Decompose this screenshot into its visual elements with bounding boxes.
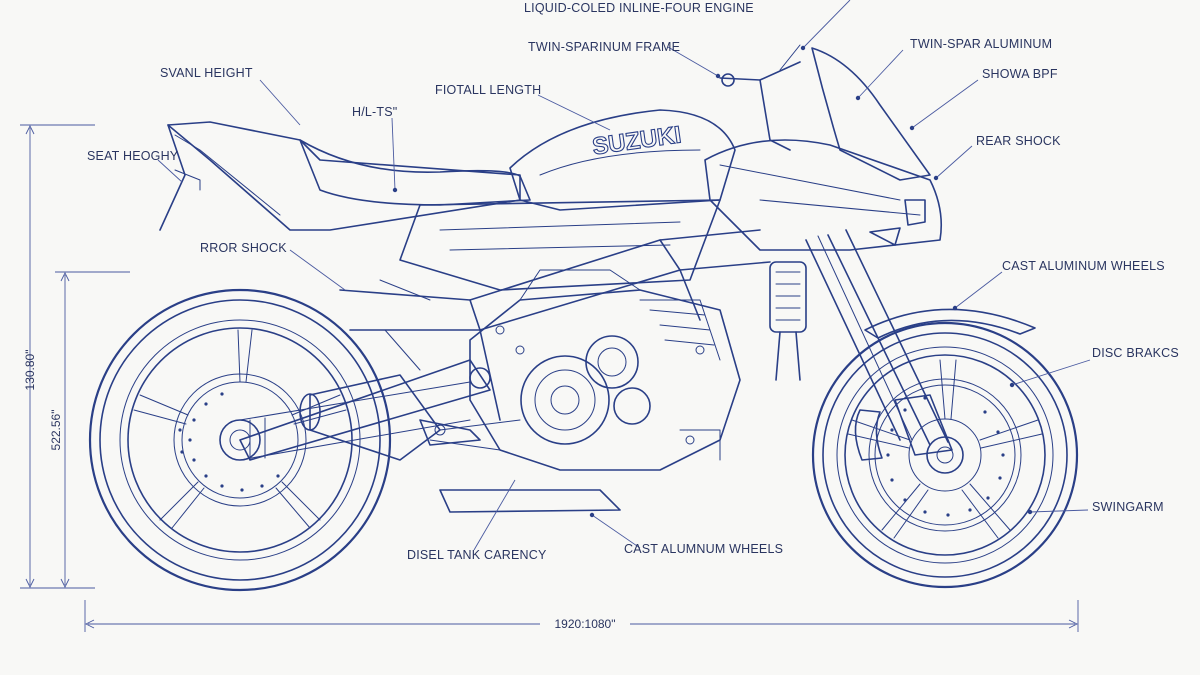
frame <box>239 229 771 461</box>
front-shock-unit <box>769 261 807 381</box>
label-svanl-height: SVANL HEIGHT <box>160 66 253 80</box>
label-hl-ts: H/L-TS" <box>352 105 397 119</box>
label-rear-shock: REAR SHOCK <box>976 134 1061 148</box>
callout-labels: LIQUID-COLED INLINE-FOUR ENGINE TWIN-SPA… <box>87 1 1179 562</box>
front-forks <box>805 229 953 456</box>
label-cast-alumnum-wheels: CAST ALUMNUM WHEELS <box>624 542 783 556</box>
label-fiotall-length: FIOTALL LENGTH <box>435 83 541 97</box>
front-disc-holes <box>886 396 1005 517</box>
label-seat-heoghy: SEAT HEOGHY <box>87 149 179 163</box>
front-wheel <box>811 308 1079 589</box>
label-twin-sparinum-frame: TWIN-SPARINUM FRAME <box>528 40 680 54</box>
rear-wheel <box>88 288 471 592</box>
dimension-wheel-height: 522.56" <box>49 410 63 451</box>
label-rror-shock: RROR SHOCK <box>200 241 287 255</box>
label-engine: LIQUID-COLED INLINE-FOUR ENGINE <box>524 1 754 15</box>
dimension-overall-length: 1920:1080" <box>555 617 616 631</box>
label-twin-spar-aluminum: TWIN-SPAR ALUMINUM <box>910 37 1052 51</box>
label-swingarm: SWINGARM <box>1092 500 1164 514</box>
leader-lines <box>157 0 1091 551</box>
rear-disc-holes <box>178 392 280 492</box>
label-disel-tank: DISEL TANK CARENCY <box>407 548 547 562</box>
dimension-labels: 130.80" 522.56" 1920:1080" <box>23 350 630 632</box>
dimension-lines <box>20 124 1079 632</box>
dimension-overall-height: 130.80" <box>23 350 37 391</box>
exhaust <box>299 374 521 461</box>
label-showa-bpf: SHOWA BPF <box>982 67 1058 81</box>
label-cast-aluminum-wheels: CAST ALUMINUM WHEELS <box>1002 259 1165 273</box>
label-disc-brakes: DISC BRAKCS <box>1092 346 1179 360</box>
